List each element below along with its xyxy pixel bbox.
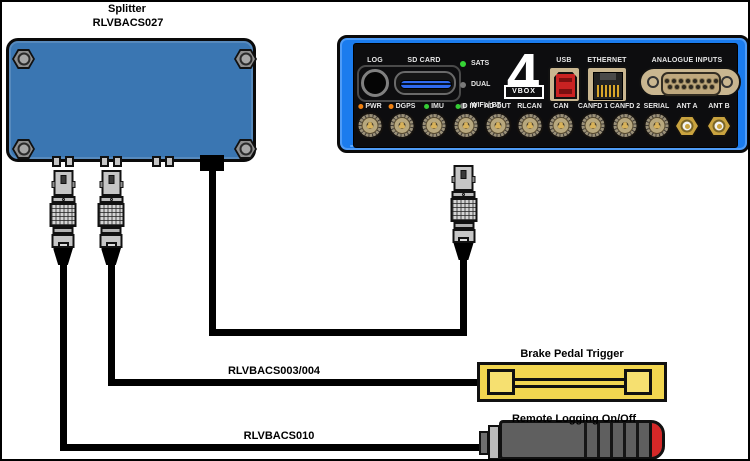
sats-led [460,61,466,67]
log-label: LOG [367,57,383,64]
serial-connector [643,112,670,139]
anta-port-label: ANT A [676,103,698,110]
canfd2-port-label: CANFD 2 [609,103,641,110]
log-button [361,69,389,97]
vbox-logo-badge: VBOX [504,85,544,99]
splitter-socket-2 [100,156,122,167]
screw-icon [12,139,35,159]
usb-port [548,66,581,103]
rj45-icon [593,72,623,100]
remote-logging-label: Remote Logging On/Off [511,413,637,425]
splitter-socket-3 [152,156,174,167]
dgps-connector [388,112,416,139]
splitter-cable-exit [200,155,224,171]
antb-sma-connector [706,115,732,137]
cable-remote-horizontal [59,444,481,451]
wifi-bt-led-label: WIFI / BT [471,102,501,109]
cable-din-vertical-left [209,166,216,336]
cable-din-horizontal [209,329,467,336]
pwr-port-label: PWR [358,103,382,110]
dgps-port-label: DGPS [388,103,415,110]
screw-icon [234,139,257,159]
screw-icon [12,49,35,69]
splitter-part-number: RLVBACS027 [92,17,164,29]
db15-connector-icon [661,72,721,96]
sd-card-slot [394,71,456,95]
splitter-title: Splitter [108,3,146,15]
can-connector [547,112,575,139]
can-port-label: CAN [553,103,569,110]
splitter-socket-1 [52,156,74,167]
din-port-label: D IN [455,103,477,110]
lemo-plug-remote [49,170,77,265]
canfd2-connector [611,112,639,139]
din-connector [452,112,480,139]
vbox-front-panel: LOG SD CARD SATS DUAL WIFI / BT 4 VBOX U… [353,43,741,148]
remote-logging-switch [499,420,665,459]
rlcan-connector [516,112,543,139]
serial-port-label: SERIAL [643,103,670,110]
rlcan-port-label: RLCAN [517,103,542,110]
canfd1-port-label: CANFD 1 [577,103,609,110]
cable-brake-horizontal [107,379,480,386]
cable-brake-vertical [107,252,115,386]
brake-pad-left [487,369,515,395]
cable-remote-vertical [59,252,67,451]
canfd1-connector [579,112,607,139]
imu-connector [420,112,448,139]
brake-trigger-label: Brake Pedal Trigger [520,348,624,360]
sats-led-label: SATS [471,60,490,67]
dual-led [460,82,466,88]
adout-port-label: AD OUT [484,103,511,110]
antb-port-label: ANT B [708,103,730,110]
vbox-unit: LOG SD CARD SATS DUAL WIFI / BT 4 VBOX U… [337,35,748,153]
brake-bar [515,378,625,388]
dual-led-label: DUAL [471,81,491,88]
anta-sma-connector [674,115,700,137]
pwr-connector [356,112,384,139]
lemo-plug-brake [97,170,125,265]
wifi-bt-led [460,103,466,109]
analogue-inputs-label: ANALOGUE INPUTS [651,57,723,64]
lemo-plug-din [450,165,477,260]
sd-card-label: SD CARD [407,57,441,64]
brake-cable-label: RLVBACS003/004 [227,365,321,377]
adout-connector [484,112,511,139]
usb-label: USB [556,57,572,64]
brake-pad-right [624,369,652,395]
remote-switch-grip [584,423,650,457]
ethernet-port [586,66,628,103]
splitter-box [6,38,257,162]
remote-switch-button [649,423,662,457]
screw-icon [234,49,257,69]
remote-cable-label: RLVBACS010 [243,430,315,442]
usb-connector-icon [554,72,577,99]
ethernet-label: ETHERNET [587,57,627,64]
imu-port-label: IMU [424,103,444,110]
brake-pedal-trigger [477,362,667,402]
cable-din-vertical-right [460,252,467,336]
analogue-inputs-port [639,67,741,97]
